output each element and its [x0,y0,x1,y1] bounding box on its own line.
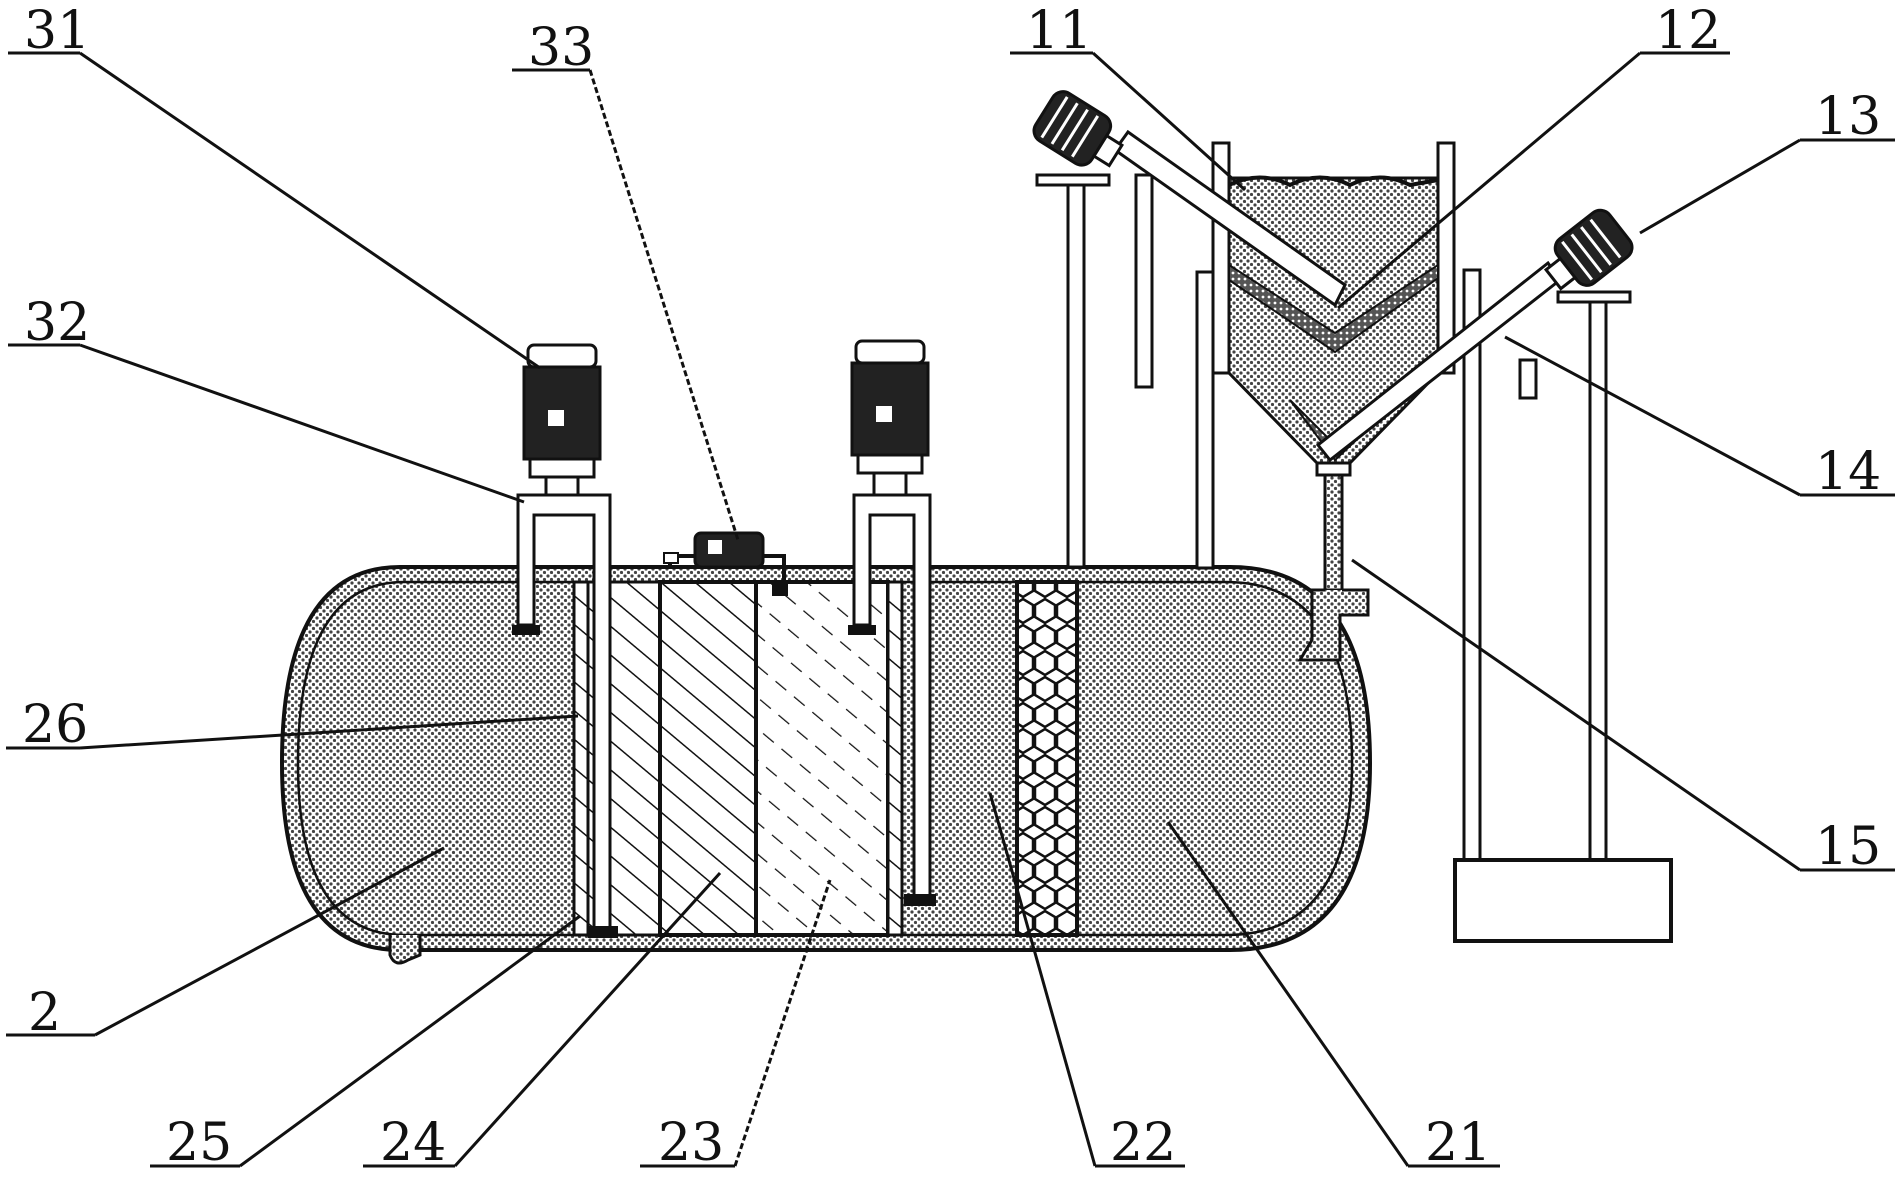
dosing-system [1032,90,1673,943]
label-13: 13 [1815,87,1881,147]
label-11: 11 [1026,1,1092,61]
chamber-22-packing [1015,580,1079,937]
leader-lines [6,51,1895,1168]
label-25: 25 [166,1113,232,1173]
chamber-24 [586,580,758,937]
drain-outlet [388,935,422,965]
label-26: 26 [22,695,88,755]
label-15: 15 [1815,817,1881,877]
label-32: 32 [24,293,90,353]
stirrer-31 [512,343,618,938]
label-23: 23 [658,1113,724,1173]
chamber-23 [754,580,904,937]
partition-26 [572,580,590,937]
stirrer-right [848,339,936,906]
label-2: 2 [28,983,61,1043]
reference-numerals: 31 32 33 26 2 25 24 23 22 21 11 12 13 14… [22,1,1881,1173]
label-12: 12 [1655,1,1721,61]
label-31: 31 [24,1,90,61]
label-21: 21 [1425,1113,1491,1173]
label-24: 24 [380,1113,446,1173]
label-33: 33 [528,18,594,78]
label-14: 14 [1815,442,1881,502]
pump-33 [663,531,788,596]
label-22: 22 [1110,1113,1176,1173]
